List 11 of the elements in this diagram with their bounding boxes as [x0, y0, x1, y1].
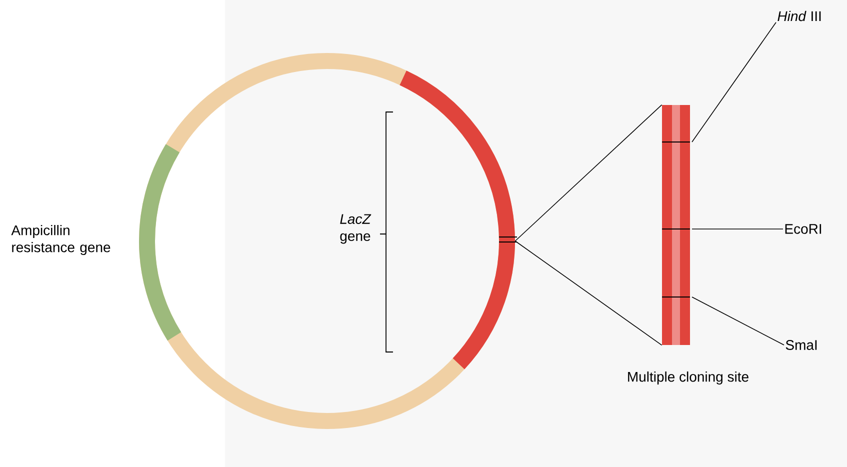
zoom-line: [514, 104, 662, 242]
bar-caption: Multiple cloning site: [628, 371, 748, 385]
site-label: EcoRI: [785, 224, 822, 234]
site-label: Hind III: [778, 10, 821, 22]
leader-line: [692, 22, 776, 142]
leader-line: [692, 296, 784, 346]
gene-label: Ampicillin resistance gene: [11, 224, 110, 256]
leader-line: [692, 228, 784, 230]
site-label: SmaI: [786, 340, 817, 350]
zoom-line: [514, 240, 662, 346]
gene-label: LacZ gene: [340, 214, 372, 244]
